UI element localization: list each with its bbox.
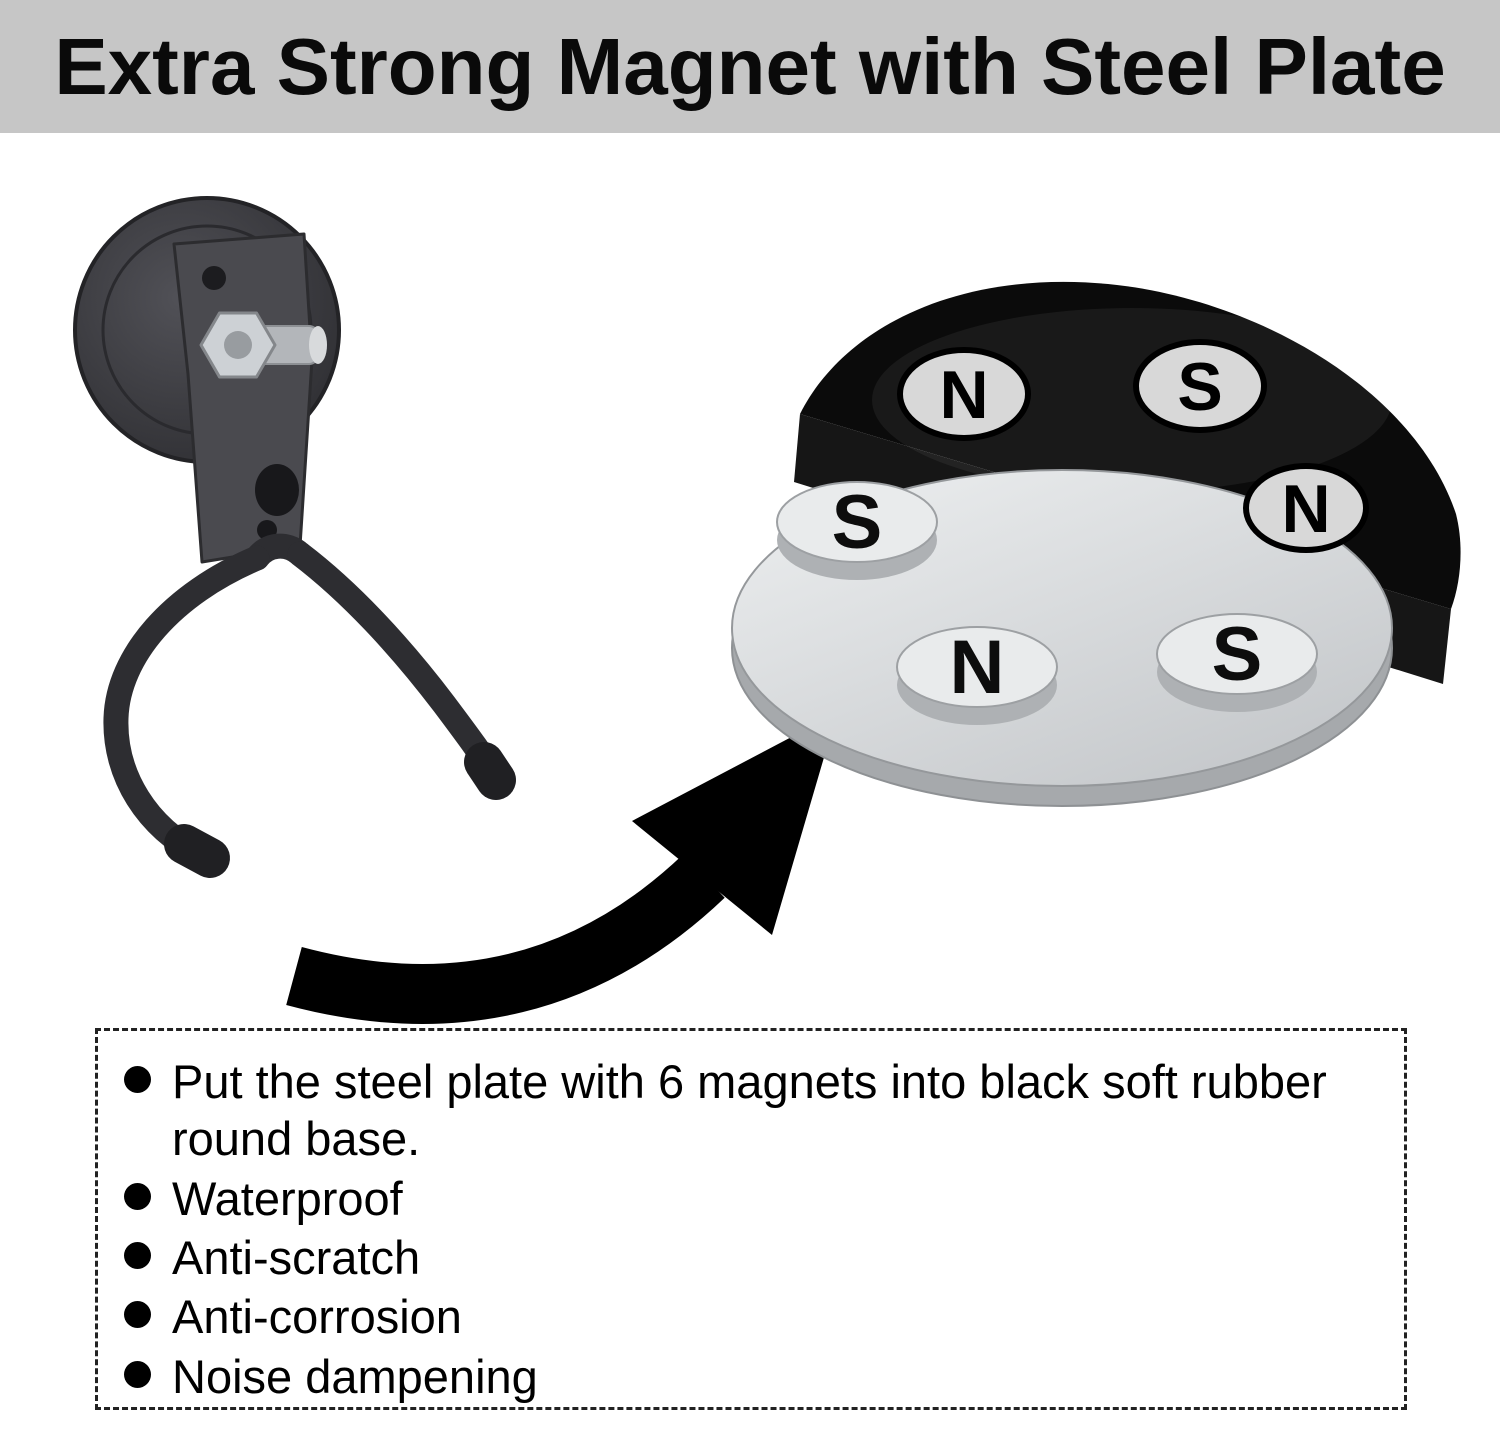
double-hook-left bbox=[103, 545, 270, 867]
arrow-head bbox=[632, 713, 837, 935]
page-title: Extra Strong Magnet with Steel Plate bbox=[54, 21, 1446, 111]
title-banner: Extra Strong Magnet with Steel Plate bbox=[0, 0, 1500, 133]
base-pole-marker: N bbox=[897, 347, 1031, 441]
bolt-end bbox=[309, 326, 327, 364]
magnetic-hook-illustration bbox=[52, 178, 532, 898]
feature-item: Put the steel plate with 6 magnets into … bbox=[116, 1053, 1376, 1168]
magnet-cylinder-right bbox=[1156, 613, 1318, 712]
bullet-icon bbox=[124, 1360, 151, 1388]
feature-item: Anti-scratch bbox=[116, 1229, 1376, 1286]
feature-item: Anti-corrosion bbox=[116, 1288, 1376, 1345]
feature-item: Noise dampening bbox=[116, 1348, 1376, 1405]
base-pole-label: N bbox=[1281, 471, 1330, 547]
feature-text: Anti-scratch bbox=[172, 1230, 421, 1284]
mounting-bracket bbox=[172, 232, 314, 564]
feature-text: Noise dampening bbox=[172, 1349, 538, 1403]
bullet-icon bbox=[124, 1241, 151, 1269]
plate-pole-label: N bbox=[950, 625, 1005, 710]
bracket-hole-top bbox=[202, 266, 226, 290]
bullet-icon bbox=[124, 1066, 151, 1093]
rubber-base-sheen bbox=[872, 308, 1392, 492]
bullet-icon bbox=[124, 1182, 151, 1210]
feature-text: Put the steel plate with 6 magnets into … bbox=[172, 1055, 1327, 1108]
magnet-cylinder-left bbox=[776, 481, 938, 580]
hex-nut-center bbox=[224, 331, 252, 359]
feature-text: round base. bbox=[172, 1112, 421, 1166]
hook-tip-left bbox=[164, 824, 230, 878]
plate-pole-label: S bbox=[832, 480, 883, 565]
features-box: Put the steel plate with 6 magnets into … bbox=[95, 1028, 1407, 1410]
base-pole-label: N bbox=[939, 357, 988, 433]
base-pole-marker: N bbox=[1243, 463, 1369, 553]
base-pole-marker: S bbox=[1133, 339, 1267, 433]
bracket-hole-large bbox=[255, 464, 299, 516]
curved-arrow bbox=[272, 688, 852, 1028]
base-pole-label: S bbox=[1177, 349, 1222, 425]
magnet-cylinder-bottom bbox=[896, 626, 1058, 725]
feature-text: Waterproof bbox=[172, 1171, 403, 1225]
bullet-icon bbox=[124, 1301, 151, 1329]
feature-list: Put the steel plate with 6 magnets into … bbox=[98, 1031, 1404, 1425]
plate-pole-label: S bbox=[1212, 612, 1263, 697]
feature-item: Waterproof bbox=[116, 1170, 1376, 1227]
hook-tip-right bbox=[464, 742, 516, 800]
feature-text: Anti-corrosion bbox=[172, 1290, 462, 1344]
arrow-body bbox=[286, 854, 725, 1024]
magnet-base-diagram: S N S N S N bbox=[731, 281, 1480, 842]
